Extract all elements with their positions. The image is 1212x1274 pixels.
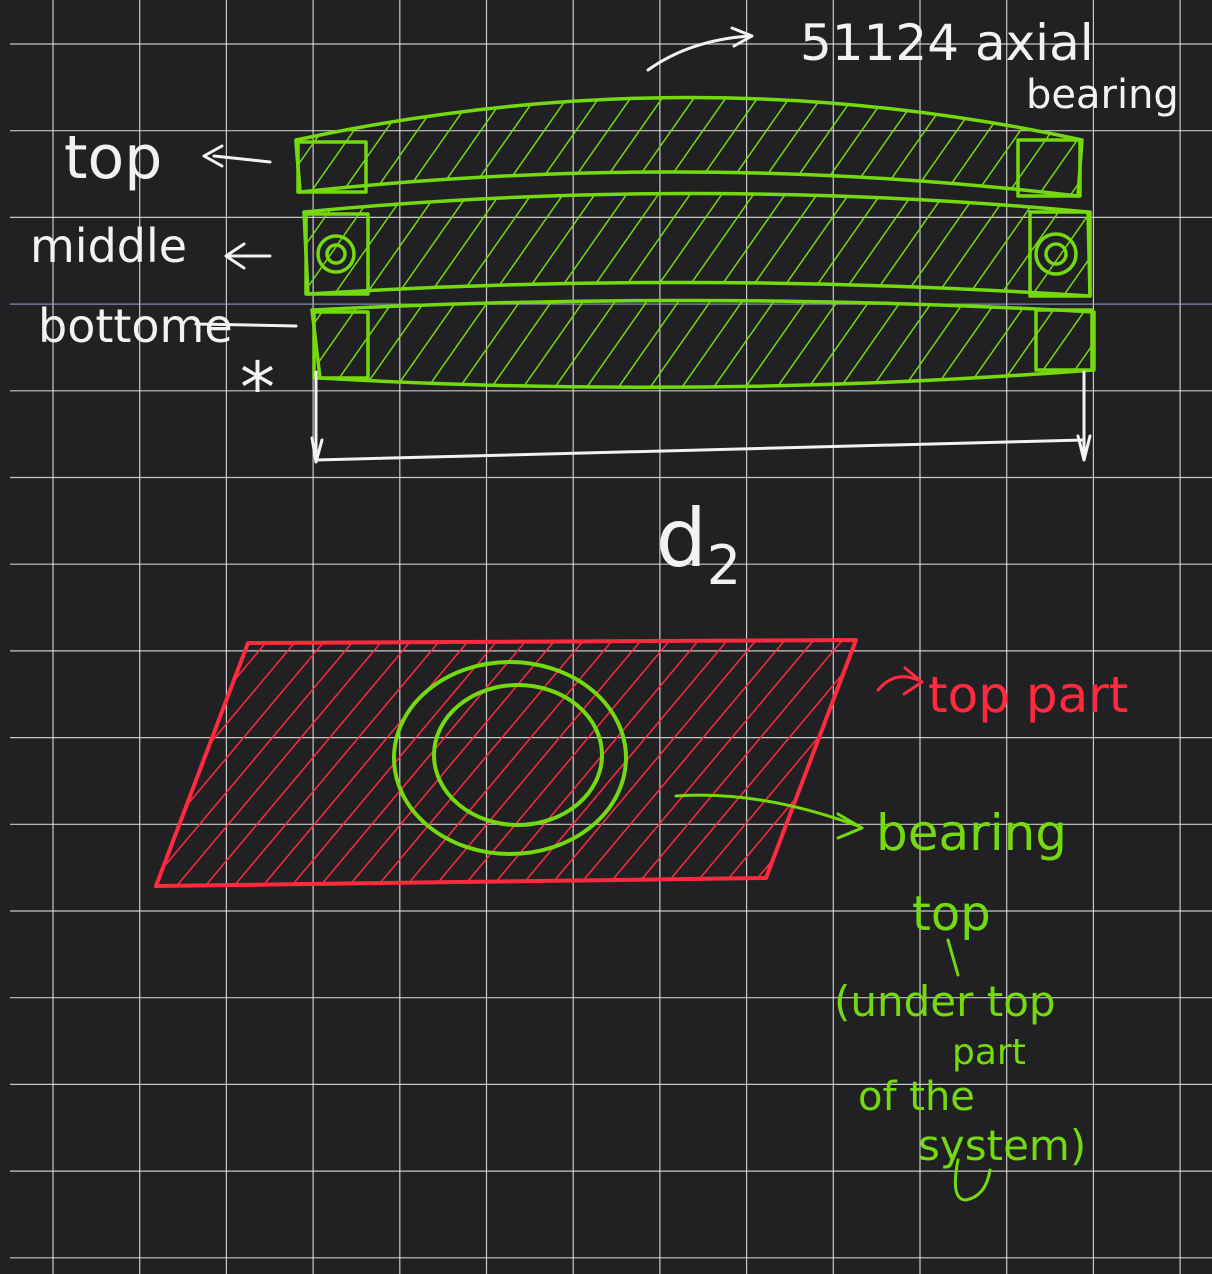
middle-arrow xyxy=(224,242,272,270)
bottom-leader xyxy=(194,322,298,328)
bearing-top-leader xyxy=(946,938,992,1202)
dimension-d2 xyxy=(310,370,1092,464)
asterisk-mark: * xyxy=(240,347,275,429)
bearing-top-label-line6: system) xyxy=(918,1121,1086,1170)
top-part-plate xyxy=(154,638,858,888)
ball-right xyxy=(1034,232,1078,276)
dimension-label: d2 xyxy=(656,492,741,597)
dimension-subscript: 2 xyxy=(707,534,741,597)
top-label: top xyxy=(64,123,162,193)
middle-ball-row xyxy=(302,191,1092,298)
bearing-model-label: 51124 axial xyxy=(800,14,1094,72)
bearing-top-label-line4: part xyxy=(952,1032,1026,1073)
bearing-word-label: bearing xyxy=(1026,72,1179,118)
bearing-top-arrow xyxy=(674,793,864,840)
bearing-top-label-line1: bearing xyxy=(876,804,1067,862)
bottom-washer xyxy=(310,298,1096,390)
bearing-side-view xyxy=(294,95,1096,390)
bearing-top-label-line2: top xyxy=(912,886,991,942)
top-washer xyxy=(294,95,1084,198)
top-part-arrow xyxy=(876,666,924,696)
bottom-label: bottome xyxy=(38,299,233,353)
bearing-top-view xyxy=(392,660,628,856)
bearing-inner-ring xyxy=(432,683,604,827)
bearing-top-label-line5: of the xyxy=(858,1074,975,1120)
bearing-outer-ring xyxy=(392,660,628,856)
ball-left xyxy=(316,234,356,274)
bearing-top-label-line3: (under top xyxy=(834,977,1056,1026)
top-arrow xyxy=(202,144,272,168)
dimension-letter: d xyxy=(656,492,707,585)
bearing-model-arrow xyxy=(646,26,754,72)
top-part-label: top part xyxy=(928,666,1128,724)
middle-label: middle xyxy=(30,219,187,273)
